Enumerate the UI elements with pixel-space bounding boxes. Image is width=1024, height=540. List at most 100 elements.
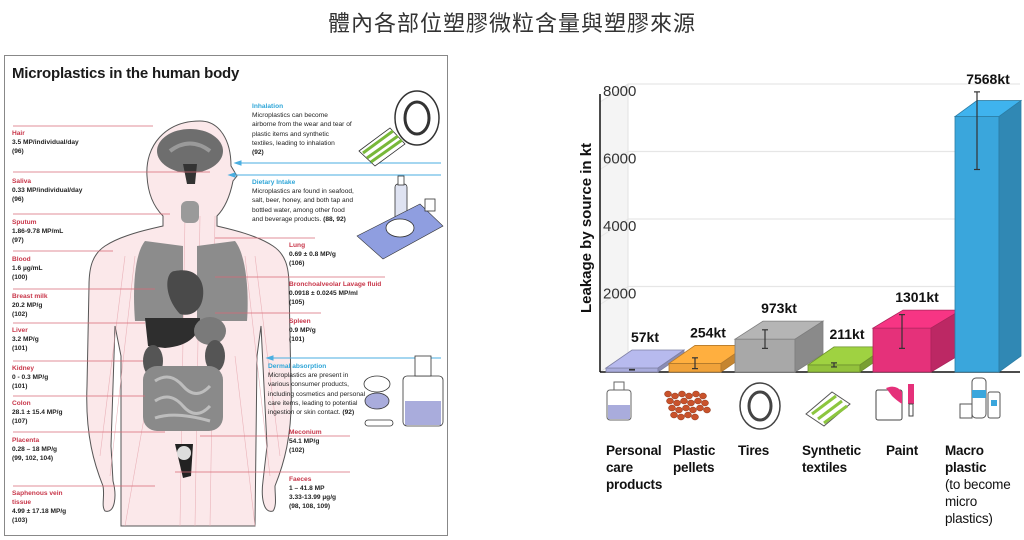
organ-ref: (100)	[12, 274, 28, 281]
human-body-illustration	[13, 90, 444, 527]
category-label-line: products	[606, 477, 663, 492]
organ-ref: (96)	[12, 148, 24, 155]
organ-label-colon: Colon 28.1 ± 15.4 MP/g (107)	[12, 399, 63, 426]
bar-layer	[604, 91, 1023, 373]
organ-value: 0.28 – 18 MP/g	[12, 446, 58, 453]
food-and-drink-icon	[356, 175, 444, 260]
route-ref: (92)	[342, 409, 355, 417]
gridline-depth	[599, 83, 629, 103]
organ-name: Liver	[12, 327, 28, 334]
route-desc-line: textiles, leading to inhalation	[252, 139, 335, 147]
organ-name: Sputum	[12, 219, 37, 226]
category-label-line: Macro	[945, 443, 984, 458]
organ-label-bal-fluid: Bronchoalveolar Lavage fluid 0.0918 ± 0.…	[289, 280, 381, 307]
organ-name: Saliva	[12, 178, 32, 185]
organ-label-meconium: Meconium 54.1 MP/g (102)	[289, 428, 322, 455]
organ-value: 20.2 MP/g	[12, 302, 43, 309]
organ-label-faeces: Faeces 1 – 41.8 MP 3.33-13.99 µg/g (98, …	[289, 475, 336, 511]
organ-name: Spleen	[289, 318, 311, 325]
bar-5	[871, 309, 963, 373]
category-label-line: Synthetic	[802, 443, 861, 458]
category-label-line: textiles	[802, 460, 847, 475]
category-label-line: Tires	[738, 443, 770, 458]
category-label-line: pellets	[673, 460, 715, 475]
organ-ref: (103)	[12, 517, 28, 524]
y-tick-label: 8000	[603, 83, 636, 100]
organ-ref: (99, 102, 104)	[12, 455, 54, 462]
route-ref: (88, 92)	[323, 215, 346, 223]
category-label: Tires	[738, 442, 769, 459]
route-name: Inhalation	[252, 103, 284, 110]
category-sublabel-line: micro	[945, 494, 977, 509]
organ-ref: (102)	[289, 447, 305, 454]
tire-icon	[739, 382, 781, 430]
organ-value: 3.2 MP/g	[12, 336, 39, 343]
data-label: 7568kt	[966, 71, 1010, 87]
y-tick-label: 4000	[603, 218, 636, 235]
y-axis-label: Leakage by source in kt	[578, 143, 595, 313]
left-leader-lines	[13, 125, 210, 487]
brain-organ	[157, 129, 223, 173]
organ-value: 1.86-9.78 MP/mL	[12, 228, 64, 235]
category-label: Synthetic textiles	[802, 442, 861, 476]
organ-label-saliva: Saliva 0.33 MP/individual/day (96)	[12, 177, 82, 204]
lungs-organ	[134, 241, 183, 321]
organ-name: Placenta	[12, 437, 40, 444]
category-label-line: Paint	[886, 443, 919, 458]
category-label: Paint	[886, 442, 918, 459]
route-name: Dietary Intake	[252, 179, 296, 186]
route-desc-line: Microplastics are found in seafood,	[252, 188, 354, 196]
organ-ref: (102)	[12, 311, 28, 318]
route-desc-line: salt, beer, honey, and both tap and	[252, 197, 354, 205]
organ-ref: (101)	[12, 345, 28, 352]
organ-label-liver: Liver 3.2 MP/g (101)	[12, 326, 39, 353]
route-ref: (92)	[252, 149, 264, 157]
organ-label-placenta: Placenta 0.28 – 18 MP/g (99, 102, 104)	[12, 436, 57, 463]
intestines-organ	[143, 366, 223, 431]
route-desc-line: and beverage products.	[252, 215, 322, 223]
organ-ref: (105)	[289, 299, 305, 306]
route-desc-line: airborne from the wear and tear of	[252, 121, 352, 129]
organ-value: 1.6 µg/mL	[12, 265, 43, 272]
data-label: 211kt	[829, 326, 864, 342]
icon-layer	[606, 377, 1001, 430]
heart-organ	[167, 270, 204, 315]
gridline-depth	[599, 218, 629, 238]
category-sublabel-line: (to become	[945, 477, 1011, 492]
organ-value: 4.99 ± 17.18 MP/g	[12, 508, 67, 515]
organ-ref: (101)	[12, 383, 28, 390]
category-label-line: Plastic	[673, 443, 716, 458]
route-desc-line: various consumer products,	[268, 381, 349, 389]
organ-value: 1 – 41.8 MP	[289, 485, 325, 492]
infographic-title: Microplastics in the human body	[12, 65, 240, 82]
bar-6	[953, 91, 1023, 373]
organ-value: 54.1 MP/g	[289, 438, 320, 445]
route-label-dietary-intake: Dietary Intake Microplastics are found i…	[252, 178, 354, 224]
organ-label-lung: Lung 0.69 ± 0.8 MP/g (106)	[289, 241, 336, 268]
route-desc-line: bottled water, among other food	[252, 206, 345, 214]
bar-side	[998, 99, 1022, 373]
organ-label-saphenous-vein: Saphenous vein tissue 4.99 ± 17.18 MP/g …	[12, 489, 72, 525]
organ-name: Hair	[12, 130, 25, 137]
organ-value: 0.33 MP/individual/day	[12, 187, 83, 194]
organ-name: Bronchoalveolar Lavage fluid	[289, 281, 382, 288]
category-label-line: care	[606, 460, 633, 475]
tire-and-textile-icon	[358, 90, 440, 167]
route-label-inhalation: Inhalation Microplastics can become airb…	[252, 102, 352, 157]
liver-organ	[145, 318, 201, 348]
organ-ref: (96)	[12, 196, 24, 203]
organ-label-breast-milk: Breast milk 20.2 MP/g (102)	[12, 292, 48, 319]
organ-label-spleen: Spleen 0.9 MP/g (101)	[289, 317, 316, 344]
gridline-depth	[599, 286, 629, 305]
organ-ref: (101)	[289, 336, 305, 343]
data-label: 973kt	[761, 300, 797, 316]
category-label: Plastic pellets	[673, 442, 715, 476]
route-desc-line: including cosmetics and personal	[268, 390, 366, 398]
bar-side	[794, 320, 824, 373]
route-desc-line: ingestion or skin contact.	[268, 409, 341, 417]
organ-name: Blood	[12, 256, 31, 263]
category-sublabel-line: plastics)	[945, 511, 993, 526]
route-label-dermal-absorption: Dermal absorption Microplastics are pres…	[268, 362, 365, 417]
organ-name: Breast milk	[12, 293, 48, 300]
